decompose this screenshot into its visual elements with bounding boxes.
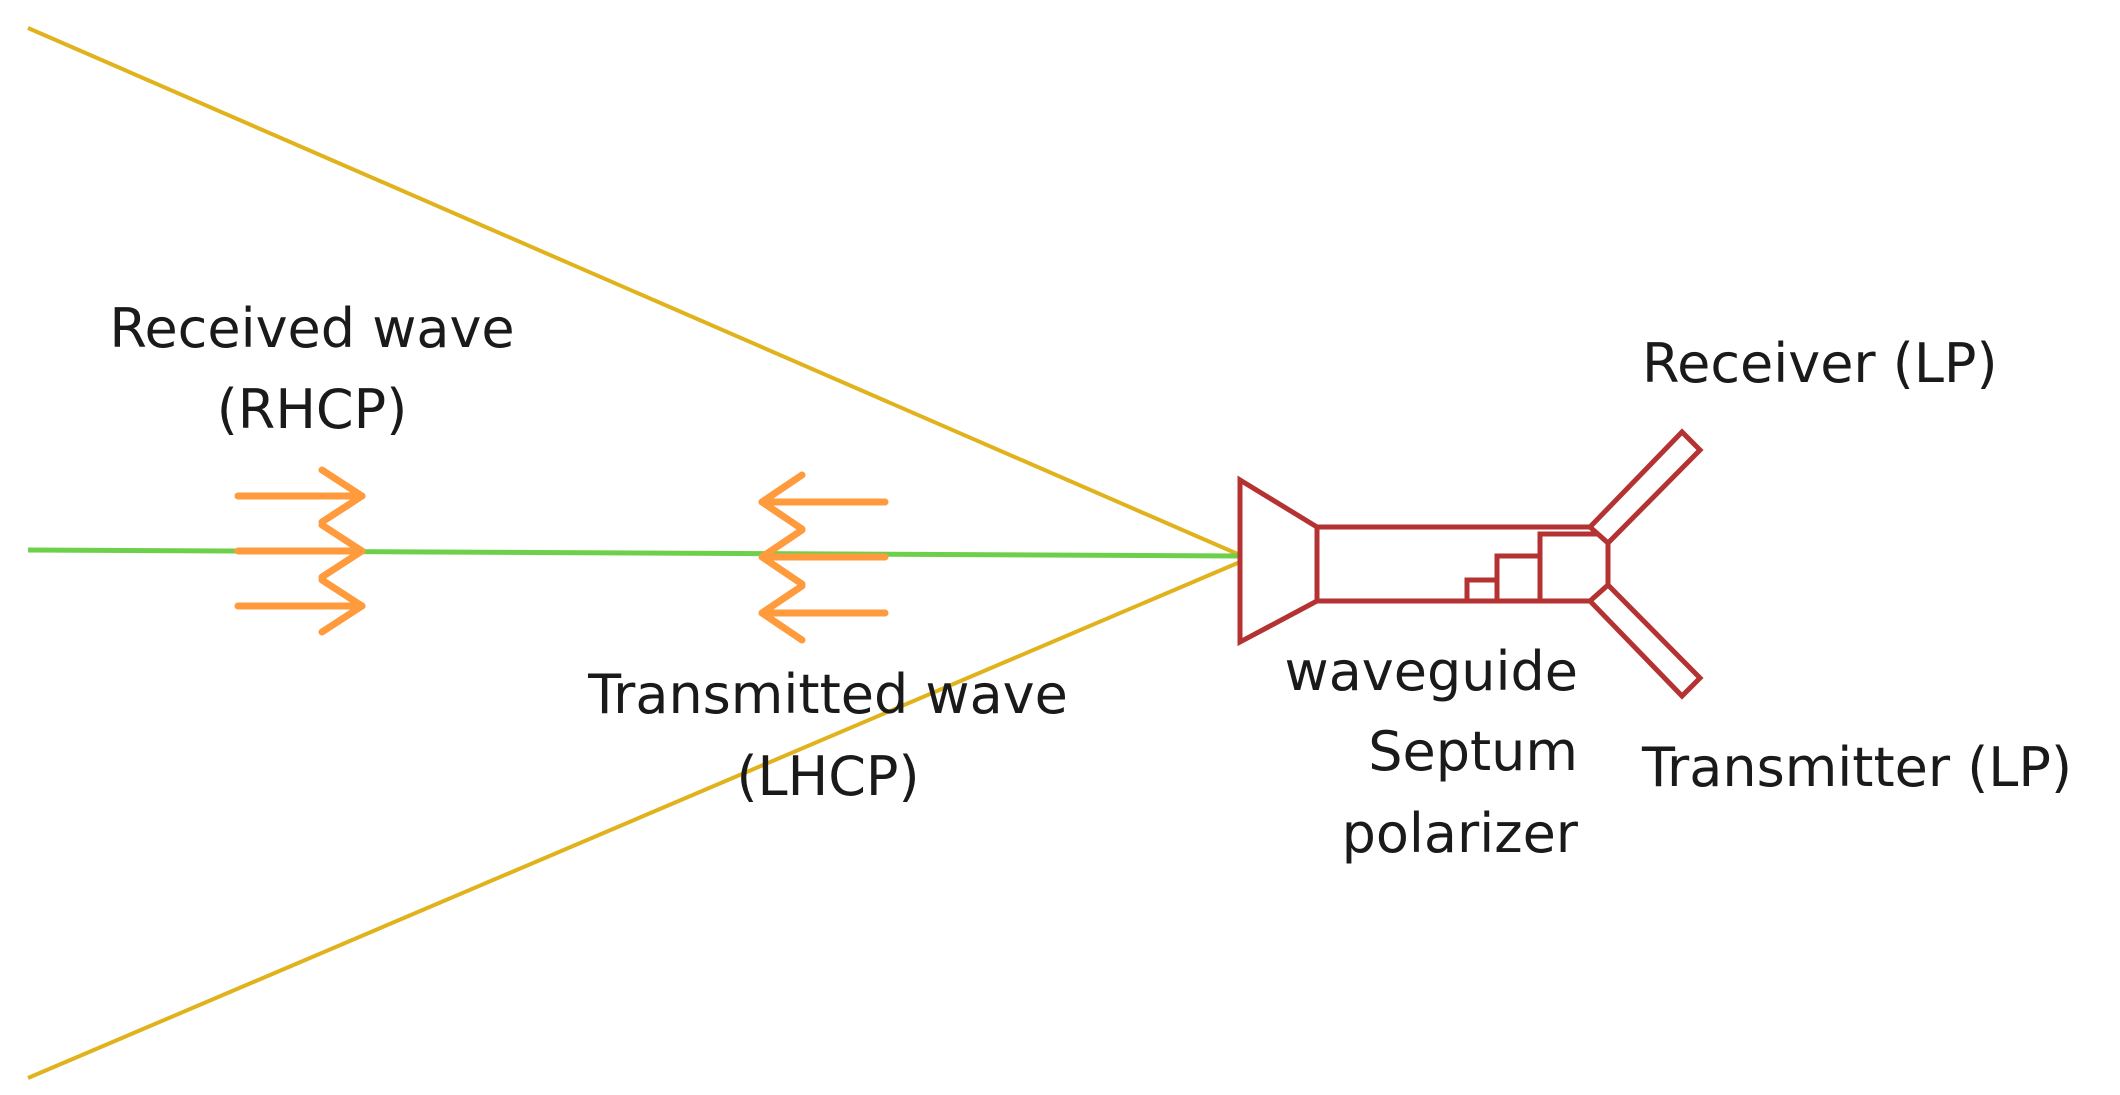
waveguide-body — [1314, 524, 1611, 604]
polarizer-label-line1: waveguide — [1285, 640, 1578, 703]
transmitter-label: Transmitter (LP) — [1641, 736, 2072, 799]
polarizer-label-line3: polarizer — [1342, 802, 1579, 865]
received-wave-label-line1: Received wave — [109, 297, 514, 360]
receiver-port-arm — [1586, 428, 1704, 547]
beam-upper-edge — [27, 26, 1241, 557]
transmitted-wave-label-line2: (LHCP) — [736, 745, 919, 808]
horn-antenna — [1237, 475, 1320, 647]
transmitted-wave-arrows — [758, 471, 889, 644]
transmitter-port-arm — [1586, 581, 1704, 700]
received-wave-arrows — [234, 466, 366, 636]
polarizer-label-line2: Septum — [1368, 720, 1578, 783]
beam-lower-edge — [27, 560, 1241, 1080]
propagation-axis — [27, 547, 1241, 559]
received-wave-label-line2: (RHCP) — [217, 378, 408, 441]
septum-polarizer-device — [1237, 428, 1704, 700]
transmitted-wave-label-line1: Transmitted wave — [587, 663, 1068, 726]
receiver-label: Receiver (LP) — [1642, 332, 1998, 395]
septum-step-small — [1464, 577, 1500, 604]
